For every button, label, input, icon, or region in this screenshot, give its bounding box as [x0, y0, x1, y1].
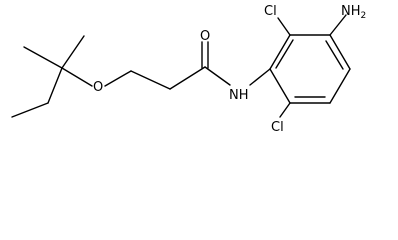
structure-diagram: O O NH Cl Cl NH2 [11, 4, 366, 135]
bond-n-ring [249, 68, 271, 86]
bond-ring-cl-bottom [279, 102, 291, 118]
bond-ch2-carbonyl [169, 66, 206, 90]
amino-nh-text: NH [341, 4, 361, 19]
ring-bond-3-inner [325, 40, 344, 70]
molecule-drawing: O O NH Cl Cl NH2 [11, 4, 366, 135]
chlorine-top-label: Cl [264, 4, 277, 19]
bond-carbonyl-n [204, 66, 231, 86]
carbonyl-oxygen-label: O [200, 29, 210, 44]
bond-ch2-ch2 [130, 70, 171, 90]
ring-bond-3 [329, 34, 351, 70]
bond-ring-nh2 [329, 14, 347, 36]
bond-ring-cl-top [277, 17, 291, 36]
ring-bond-1-inner [275, 39, 294, 69]
bond-ethyl-2 [11, 102, 49, 118]
bond-c-o-ether [61, 67, 93, 87]
amide-nh-label: NH [229, 88, 249, 103]
amino-group-label: NH2 [341, 4, 366, 21]
ether-oxygen-label: O [93, 80, 103, 95]
bond-methyl-up [61, 35, 85, 69]
ring-bond-4 [329, 68, 351, 104]
amino-subscript-text: 2 [361, 11, 367, 21]
ring-bond-1 [269, 34, 291, 70]
ring-bond-6 [269, 68, 291, 104]
bond-o-ch2 [104, 70, 132, 87]
bond-ethyl-1 [47, 67, 63, 104]
chlorine-bottom-label: Cl [271, 120, 284, 135]
bond-methyl-left [23, 46, 63, 69]
